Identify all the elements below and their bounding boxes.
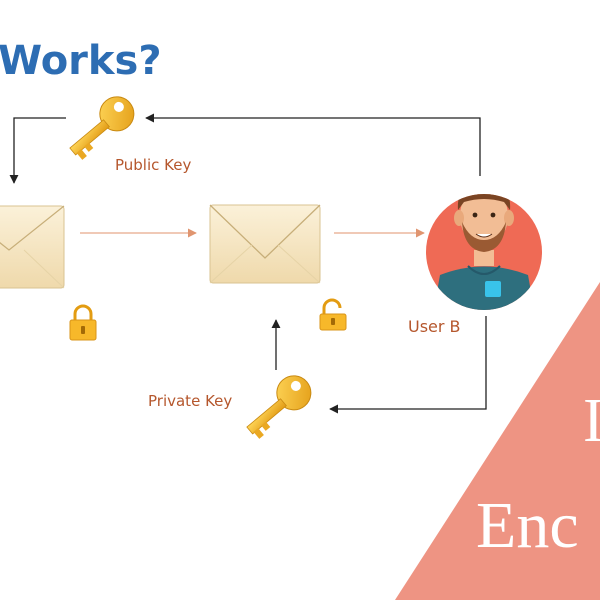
arrow-to-public-key	[145, 113, 481, 176]
banner-line-1: I	[583, 387, 600, 455]
banner-line-2: Enc	[476, 489, 579, 562]
banner-triangle	[395, 282, 600, 600]
user-b-label: User B	[408, 317, 461, 336]
private-key-label: Private Key	[148, 392, 233, 410]
envelope-icon	[0, 205, 65, 289]
key-icon	[69, 96, 135, 160]
key-icon	[246, 375, 312, 439]
diagram-title: Works?	[0, 38, 162, 84]
user-avatar-icon	[426, 194, 542, 310]
envelope-icon	[209, 204, 321, 284]
unlock-icon	[319, 298, 347, 331]
arrow-public-key-to-envelope	[9, 117, 66, 184]
arrow-user-to-private-key	[329, 316, 487, 414]
lock-icon	[69, 304, 97, 341]
public-key-label: Public Key	[115, 156, 192, 174]
